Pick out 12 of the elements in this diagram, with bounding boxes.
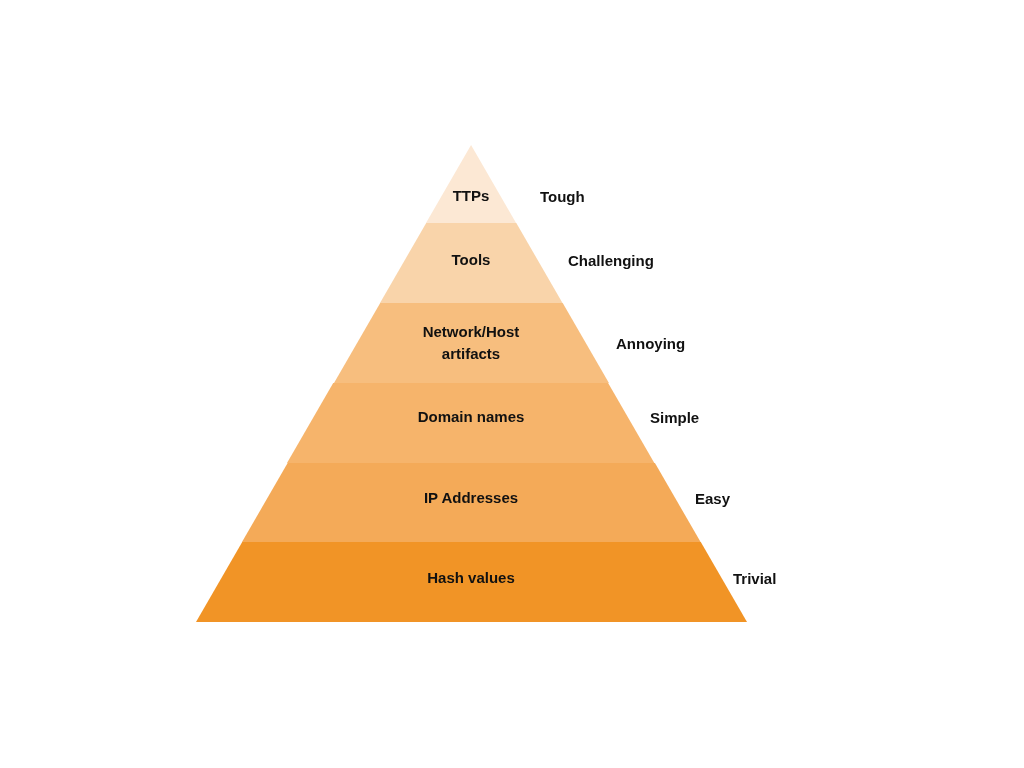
difficulty-label: Tough: [540, 187, 585, 205]
tier-label: Hash values: [427, 568, 515, 588]
tier-label: Network/Host artifacts: [421, 322, 521, 364]
difficulty-label: Trivial: [733, 569, 777, 587]
difficulty-label: Easy: [695, 489, 731, 507]
tier-label: TTPs: [452, 186, 490, 206]
difficulty-label: Annoying: [616, 334, 686, 352]
tier-label: Tools: [451, 250, 491, 270]
difficulty-label: Challenging: [568, 251, 654, 269]
tier-label: IP Addresses: [423, 488, 519, 508]
difficulty-label: Simple: [650, 408, 700, 426]
tier-label: Domain names: [417, 407, 525, 427]
